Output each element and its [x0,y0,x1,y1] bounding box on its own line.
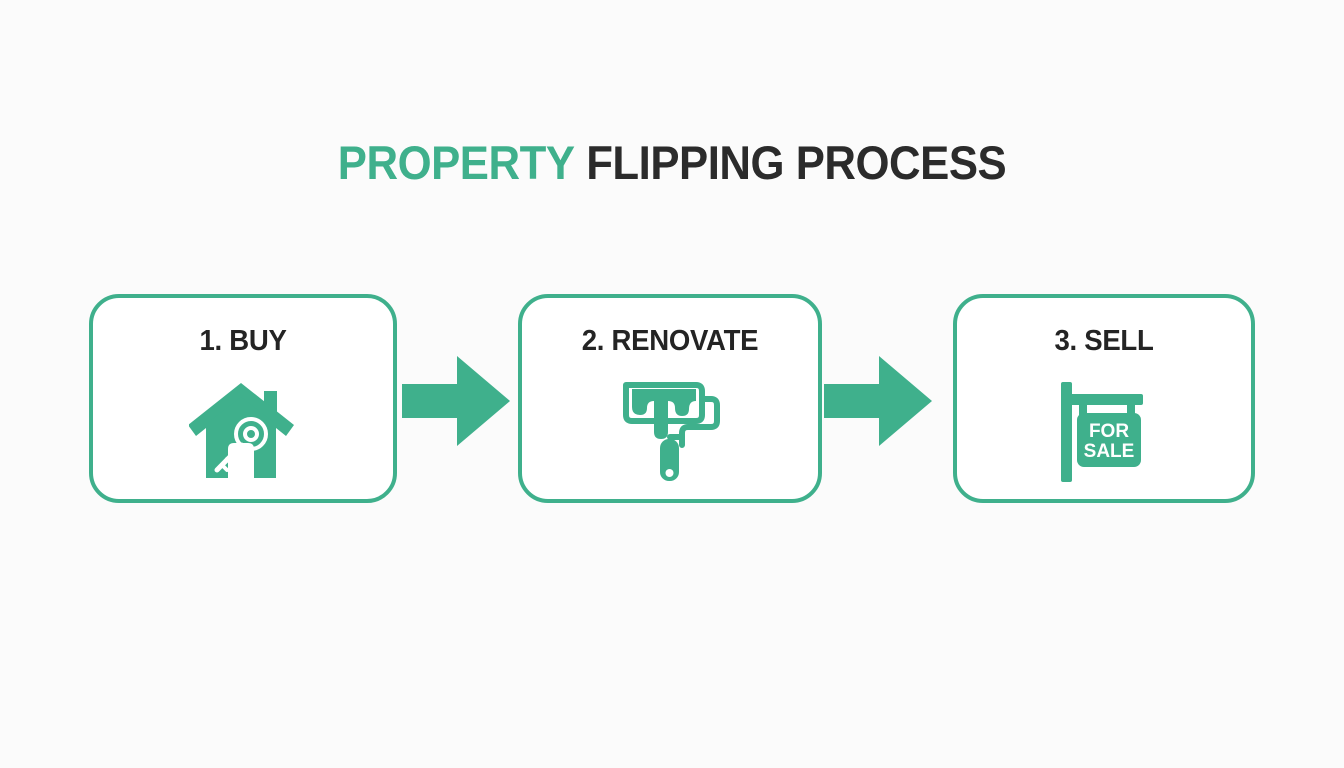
step-icon-sell: FOR SALE [957,376,1251,486]
step-box-buy[interactable]: 1. BUY [89,294,397,503]
sign-text-line2: SALE [1084,441,1135,462]
step-label-sell: 3. SELL [1054,325,1154,357]
step-box-sell[interactable]: 3. SELL FOR SALE [953,294,1255,503]
house-key-icon [189,383,294,478]
for-sale-sign-icon: FOR SALE [1061,382,1143,482]
step-icon-renovate [522,376,818,486]
arrow-right-icon [824,356,932,446]
arrow-right-icon [402,356,510,446]
page-title: PROPERTY FLIPPING PROCESS [47,139,1297,186]
title-rest: FLIPPING PROCESS [586,136,1007,189]
step-label-buy: 1. BUY [199,325,287,357]
paint-roller-icon [623,382,720,481]
connector-arrow-2 [824,352,932,450]
step-box-renovate[interactable]: 2. RENOVATE [518,294,822,503]
title-accent-word: PROPERTY [337,136,575,189]
connector-arrow-1 [402,352,510,450]
sign-text-line1: FOR [1089,421,1129,442]
step-label-renovate: 2. RENOVATE [581,325,759,357]
step-icon-buy [93,376,393,486]
